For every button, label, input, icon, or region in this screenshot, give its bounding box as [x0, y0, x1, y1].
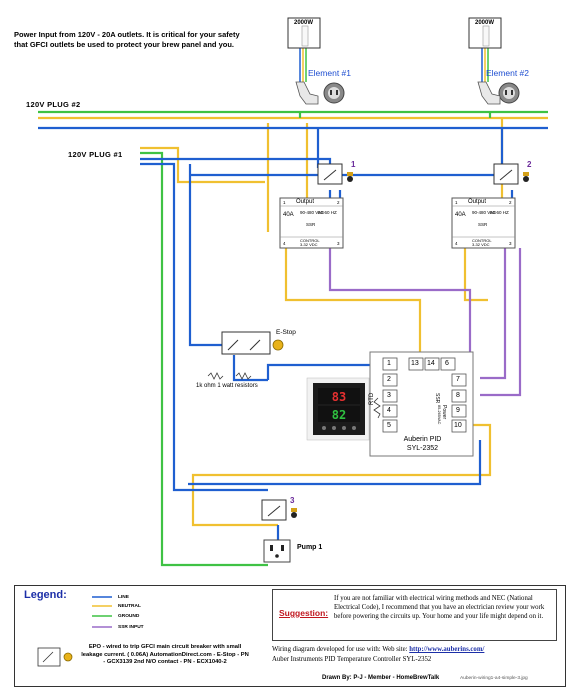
ssr-1-t4: 4 — [283, 241, 286, 246]
ssr-2-box — [451, 197, 516, 249]
pid-terminals-frames — [382, 357, 467, 433]
plug-2-label: 120V PLUG #2 — [26, 100, 81, 109]
ssr-2-output-label: Output — [468, 199, 487, 205]
element-2-wattage: 2000W — [475, 20, 495, 26]
ssr-1-box — [279, 197, 344, 249]
legend-lines — [92, 596, 112, 628]
rtd-symbol — [373, 397, 381, 419]
outlet-1 — [323, 82, 345, 104]
suggestion-label: Suggestion: — [279, 608, 329, 618]
element-1-label: Element #1 — [308, 68, 351, 78]
pid-power-label: Power — [441, 405, 447, 420]
pid-ssr-label: SSR — [434, 393, 440, 404]
switch-2-number: 2 — [527, 160, 532, 169]
switch-1 — [317, 163, 353, 185]
suggestion-box — [272, 589, 557, 641]
outlet-2 — [498, 82, 520, 104]
file-name: Auberin-wiring1-a4-simple-3.jpg — [460, 676, 528, 681]
pid-terminal-1: 1 — [387, 360, 391, 367]
line-wires — [38, 126, 548, 545]
ssr-2-t2: 2 — [509, 200, 512, 205]
ground-wires — [38, 110, 548, 567]
neutral-wires — [38, 116, 548, 527]
ssr-1-volts: 90-480 VAC — [300, 210, 325, 215]
pid-photo-sv: 82 — [332, 408, 346, 422]
legend-epo-switch-icon — [37, 647, 73, 667]
ssr-1-t2: 2 — [337, 200, 340, 205]
pid-terminal-6: 6 — [445, 360, 449, 367]
estop-switch — [221, 331, 284, 355]
resistor-label: 1k ohm 1 watt resistors — [196, 383, 258, 389]
pid-terminal-9: 9 — [456, 407, 460, 414]
pid-terminal-13: 13 — [411, 360, 419, 367]
pid-power-range: 85-265VAC — [437, 405, 441, 425]
ssr-1-output-label: Output — [296, 199, 315, 205]
ssr-2-type: SSR — [478, 222, 488, 227]
suggestion-text: If you are not familiar with electrical … — [334, 595, 545, 620]
ssr-2-freq: 50-60 HZ — [490, 210, 509, 215]
website-line: Wiring diagram developed for use with: W… — [272, 646, 484, 653]
switch-2 — [493, 163, 529, 185]
legend-title: Legend: — [24, 589, 67, 601]
legend-ssr-input-label: SSR INPUT — [118, 625, 144, 630]
pid-terminal-7: 7 — [456, 376, 460, 383]
ssr-2-t4: 4 — [455, 241, 458, 246]
heating-element-1 — [287, 17, 321, 49]
legend-frame — [14, 585, 566, 687]
heating-element-2 — [468, 17, 502, 49]
ssr-1-amps: 40A — [283, 212, 294, 218]
legend-line-label: LINE — [118, 595, 129, 600]
pump-outlet — [263, 539, 291, 563]
ssr-2-t1: 1 — [455, 200, 458, 205]
epo-description: EPO - wired to trip GFCI main circuit br… — [81, 644, 249, 665]
plug-1 — [295, 81, 319, 105]
pid-terminal-3: 3 — [387, 392, 391, 399]
element-2-label: Element #2 — [486, 68, 529, 78]
pid-terminal-5: 5 — [387, 422, 391, 429]
ssr-2-control-range: 3-32 VDC — [472, 242, 490, 247]
ssr-1-t1: 1 — [283, 200, 286, 205]
website-prefix: Wiring diagram developed for use with: W… — [272, 646, 410, 653]
estop-label: E-Stop — [276, 329, 296, 336]
element-1-wattage: 2000W — [294, 20, 314, 26]
legend-ground-label: GROUND — [118, 614, 140, 619]
rtd-label: RTD — [369, 392, 375, 405]
pid-terminal-14: 14 — [427, 360, 435, 367]
auber-line: Auber Instruments PID Temperature Contro… — [272, 656, 432, 663]
pid-terminal-8: 8 — [456, 392, 460, 399]
pid-terminal-4: 4 — [387, 407, 391, 414]
ssr-1-control-range: 3-32 VDC — [300, 242, 318, 247]
ssr-2-t3: 3 — [509, 241, 512, 246]
element-wires — [299, 48, 489, 82]
switch-3-number: 3 — [290, 496, 295, 505]
pid-model: SYL-2352 — [406, 445, 439, 452]
ssr-1-control: CONTROL — [300, 238, 320, 243]
legend-neutral-label: NEUTRAL — [118, 604, 141, 609]
ssr-1-t3: 3 — [337, 241, 340, 246]
pid-photo: 83 82 — [306, 377, 370, 441]
ssr-1-type: SSR — [306, 222, 316, 227]
ssr-2-amps: 40A — [455, 212, 466, 218]
switch-3 — [261, 499, 297, 521]
ssr-1-freq: 50-60 HZ — [318, 210, 337, 215]
plug-2 — [477, 81, 501, 105]
ssr-2-volts: 90-480 VAC — [472, 210, 497, 215]
drawn-by: Drawn By: P-J - Member - HomeBrewTalk — [322, 675, 440, 681]
pid-terminal-10: 10 — [454, 422, 462, 429]
pid-name: Auberin PID — [403, 436, 442, 443]
pid-terminal-2: 2 — [387, 376, 391, 383]
switch-1-number: 1 — [351, 160, 356, 169]
ssr-2-control: CONTROL — [472, 238, 492, 243]
pump-label: Pump 1 — [297, 544, 323, 551]
plug-1-label: 120V PLUG #1 — [68, 150, 123, 159]
website-link[interactable]: http://www.auberins.com/ — [409, 646, 485, 653]
resistors — [207, 372, 252, 380]
pid-photo-pv: 83 — [332, 390, 346, 404]
power-warning: Power Input from 120V - 20A outlets. It … — [14, 30, 240, 49]
